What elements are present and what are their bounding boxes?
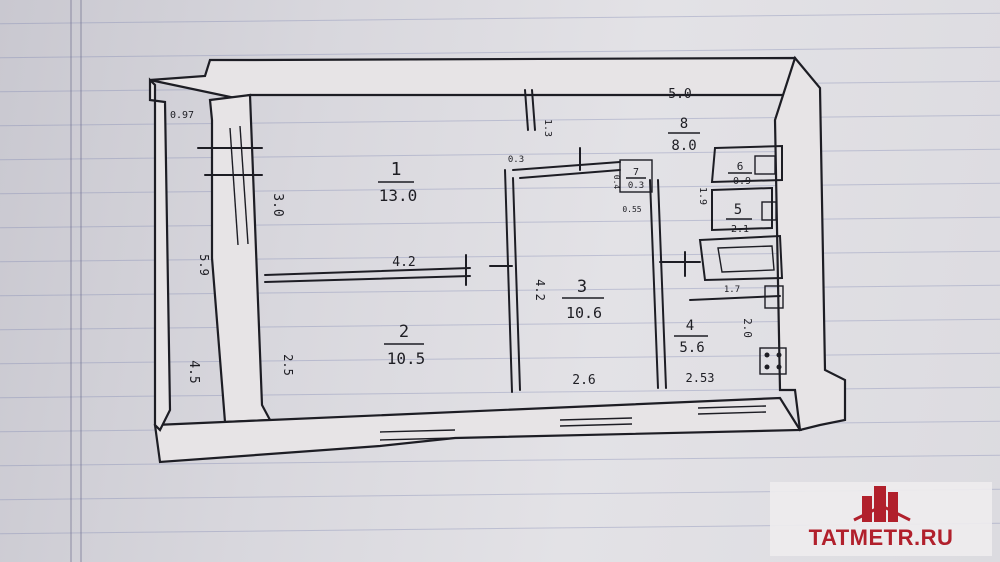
dim-room1-width: 4.2 (392, 255, 415, 270)
svg-text:5.6: 5.6 (679, 340, 704, 356)
dim-hall: 1.9 (697, 187, 708, 205)
svg-text:10.6: 10.6 (566, 304, 602, 322)
dim-kitchen-width: 2.53 (686, 371, 715, 385)
buildings-icon (853, 486, 911, 522)
room-3-label: 3 10.6 (562, 277, 604, 322)
dim-kitchen-height: 2.0 (741, 318, 754, 338)
paper-margin-line (80, 0, 82, 562)
room-6-label: 6 0.9 (728, 160, 752, 187)
svg-text:0.9: 0.9 (733, 176, 751, 187)
svg-text:13.0: 13.0 (379, 186, 418, 205)
room-5-label: 5 2.1 (726, 202, 752, 235)
dim-room3-width: 2.6 (572, 373, 595, 388)
toilet-icon (754, 155, 776, 175)
dim-small-wall-b: 0.4 (612, 175, 621, 190)
dim-balcony-width: 0.97 (170, 110, 194, 121)
svg-text:7: 7 (633, 167, 639, 178)
svg-text:2: 2 (399, 322, 409, 342)
svg-text:1: 1 (391, 159, 402, 180)
room-1-label: 1 13.0 (378, 159, 417, 205)
outer-wall-top (149, 56, 807, 100)
dim-small-wall-c: 0.55 (622, 205, 641, 214)
room-4-label: 4 5.6 (674, 318, 708, 356)
interior-walls (264, 89, 781, 393)
dimension-labels: 5.0 0.97 3.0 4.2 2.5 5.9 4.5 4.2 2.6 2.5… (170, 87, 754, 388)
svg-text:3: 3 (577, 277, 587, 297)
svg-text:2.1: 2.1 (731, 224, 749, 235)
svg-text:0.3: 0.3 (628, 181, 644, 191)
sink-icon (761, 201, 777, 221)
svg-text:4: 4 (686, 318, 694, 334)
svg-text:10.5: 10.5 (387, 349, 426, 368)
svg-text:6: 6 (737, 160, 744, 173)
watermark-text: TATMETR.RU (808, 525, 954, 550)
balcony-window (197, 125, 263, 246)
watermark-logo: TATMETR.RU (770, 482, 992, 556)
dim-small-wall-a: 0.3 (508, 155, 524, 165)
dim-bath: 1.7 (724, 285, 740, 295)
dim-outer-height: 5.9 (197, 254, 211, 276)
paper-margin-line (70, 0, 72, 562)
fridge-icon (764, 285, 784, 309)
outer-wall-left (208, 93, 272, 424)
room-8-label: 8 8.0 (668, 116, 700, 154)
dim-room3-height: 4.2 (533, 279, 547, 301)
bathroom-fixtures (698, 144, 787, 375)
dim-room2-height: 2.5 (281, 354, 295, 376)
outer-wall-right (773, 55, 847, 432)
bottom-windows (379, 405, 767, 441)
balcony-wall (148, 77, 172, 432)
room-7-label: 7 0.3 (626, 167, 646, 191)
svg-text:8: 8 (680, 116, 688, 132)
dim-corridor-top: 5.0 (668, 87, 691, 102)
dim-balcony-length: 4.5 (186, 360, 201, 383)
dim-corridor-side: 1.3 (542, 119, 553, 137)
svg-text:5: 5 (734, 202, 742, 218)
svg-text:8.0: 8.0 (671, 138, 696, 154)
room-2-label: 2 10.5 (384, 322, 425, 368)
outer-wall-bottom (153, 396, 802, 464)
dim-room1-height: 3.0 (270, 193, 285, 216)
stove-icon (759, 347, 787, 375)
